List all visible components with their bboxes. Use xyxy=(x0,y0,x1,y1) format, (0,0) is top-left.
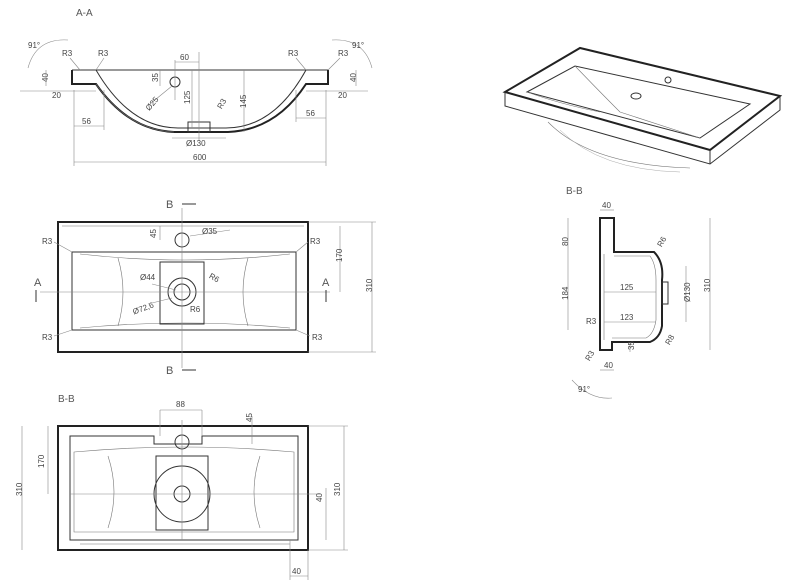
bb-profile xyxy=(599,217,664,351)
section-bb-side-title: B-B xyxy=(566,186,583,197)
plan-drain-radius-1: R6 xyxy=(208,271,222,284)
bbt-inner-outline xyxy=(69,435,299,541)
plan-tap-offset: 45 xyxy=(149,229,158,238)
plan-radius-bl: R3 xyxy=(42,333,53,342)
section-aa-title: A-A xyxy=(76,8,93,19)
bb-overall-height: 310 xyxy=(703,278,712,292)
plan-inner-depth: 170 xyxy=(335,248,344,262)
aa-tap-offset: 60 xyxy=(180,53,189,62)
bbt-rim-width-right: 40 xyxy=(315,493,324,502)
aa-shading xyxy=(95,83,175,133)
aa-tap-depth: 35 xyxy=(151,73,160,82)
bb-angle: 91° xyxy=(578,385,590,394)
marker-b-bottom: B xyxy=(166,365,173,377)
aa-radius-2: R3 xyxy=(98,49,109,58)
section-aa-view: A-A 91° 91° R3 R3 R3 R3 40 40 20 xyxy=(20,8,373,166)
aa-outer-profile xyxy=(71,70,329,133)
bbt-outer-outline xyxy=(57,425,309,551)
plan-drain-outer-dia: Ø72,6 xyxy=(131,300,155,316)
aa-rim-height-right: 40 xyxy=(349,73,358,82)
iso-bowl-inner xyxy=(574,65,701,139)
isometric-view xyxy=(502,46,783,173)
aa-rim-offset-left: 20 xyxy=(52,91,61,100)
plan-drain-radius-2: R6 xyxy=(190,305,201,314)
plan-bowl-outline xyxy=(71,251,297,331)
plan-view: A A B B 45 Ø35 R3 R3 R3 R3 Ø44 Ø72,6 R6 … xyxy=(34,199,376,377)
aa-rim-line xyxy=(72,69,328,129)
bbt-tap-block: 88 xyxy=(176,400,185,409)
iso-bowl-rim xyxy=(525,65,752,139)
plan-radius-br: R3 xyxy=(312,333,323,342)
bb-bowl-height: 184 xyxy=(561,286,570,300)
aa-bowl-depth: 145 xyxy=(239,94,248,108)
marker-a-left: A xyxy=(34,277,42,289)
plan-outer-outline xyxy=(57,221,309,353)
bb-top-height: 80 xyxy=(561,237,570,246)
bb-radius-r3-top: R3 xyxy=(586,317,597,326)
section-bb-top-view: B-B 88 45 170 310 40 310 40 xyxy=(15,394,348,580)
section-bb-top-title: B-B xyxy=(58,394,75,405)
bb-top-width: 40 xyxy=(602,201,611,210)
bb-profile-inner xyxy=(612,255,657,339)
bb-radius-r6: R6 xyxy=(655,235,668,249)
bb-radius-r8: R8 xyxy=(663,333,676,347)
marker-b-top: B xyxy=(166,199,173,211)
aa-rim-offset-right: 20 xyxy=(338,91,347,100)
bb-radius-r3-bottom: R3 xyxy=(583,349,596,363)
bbt-overall-depth-left: 310 xyxy=(15,482,24,496)
aa-angle-right: 91° xyxy=(352,41,364,50)
bb-bottom-width-small: 40 xyxy=(604,361,613,370)
bb-angle-arc xyxy=(571,379,613,399)
aa-radius-4: R3 xyxy=(338,49,349,58)
bb-bottom-height: 35 xyxy=(627,341,636,350)
bbt-bowl xyxy=(73,446,295,533)
bb-drain-dia: Ø130 xyxy=(683,282,692,302)
bbt-overall-depth-right: 310 xyxy=(333,482,342,496)
bbt-inner-depth: 170 xyxy=(37,454,46,468)
iso-drain xyxy=(630,92,642,100)
plan-overall-depth: 310 xyxy=(365,278,374,292)
bbt-rim-width-bottom: 40 xyxy=(292,567,301,576)
plan-radius-tl: R3 xyxy=(42,237,53,246)
marker-a-right: A xyxy=(322,277,330,289)
plan-tap-hole-dia: Ø35 xyxy=(202,227,218,236)
bb-drain-stub xyxy=(661,281,669,305)
aa-side-inset-right: 56 xyxy=(306,109,315,118)
iso-bowl-underside xyxy=(547,121,691,169)
aa-inner-depth: 125 xyxy=(183,90,192,104)
bbt-tap-offset: 45 xyxy=(245,413,254,422)
plan-drain-inner-dia: Ø44 xyxy=(140,273,156,282)
aa-radius-1: R3 xyxy=(62,49,73,58)
plan-radius-tr: R3 xyxy=(310,237,321,246)
aa-overall-width: 600 xyxy=(193,153,207,162)
aa-angle-arc-left xyxy=(27,39,69,69)
aa-angle-left: 91° xyxy=(28,41,40,50)
aa-side-inset-left: 56 xyxy=(82,117,91,126)
iso-top-outline xyxy=(502,46,783,152)
section-bb-side-view: B-B 40 80 184 125 123 Ø130 310 R6 R3 R3 … xyxy=(561,186,712,399)
aa-radius-3: R3 xyxy=(288,49,299,58)
iso-tap-hole xyxy=(664,76,672,84)
aa-rim-height-left: 40 xyxy=(41,73,50,82)
aa-radius-drain: R3 xyxy=(215,97,228,111)
bb-bottom-width: 123 xyxy=(620,313,634,322)
bb-inner-width: 125 xyxy=(620,283,634,292)
aa-drain-dia: Ø130 xyxy=(186,139,206,148)
aa-angle-arc-right xyxy=(331,39,373,69)
